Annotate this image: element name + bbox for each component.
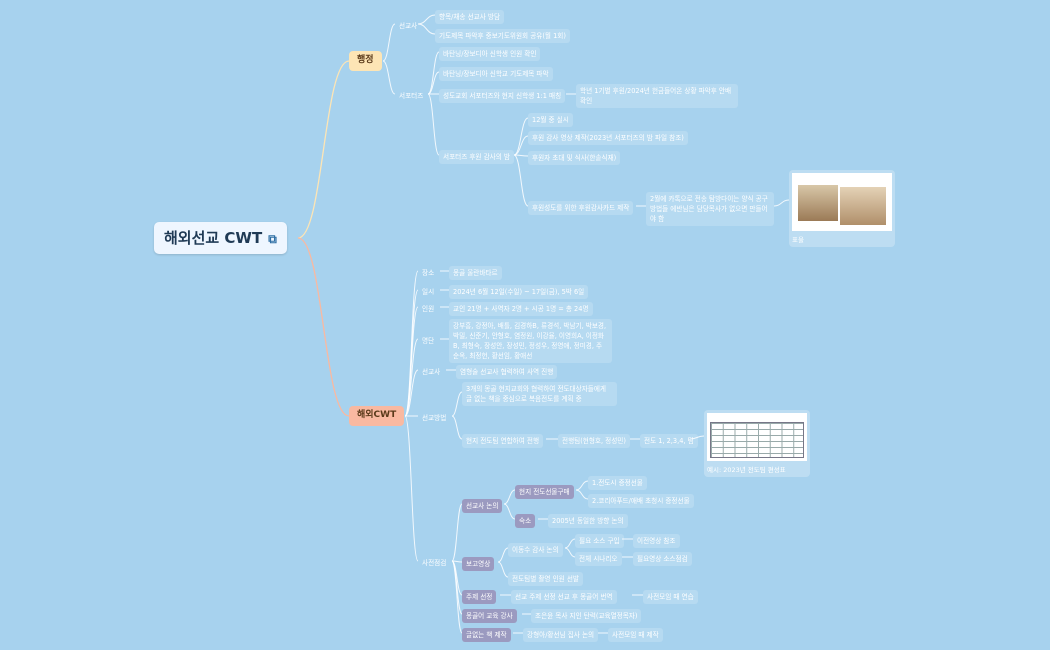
- node-prep-video[interactable]: 보고영상: [462, 557, 495, 571]
- connector-line: [427, 51, 440, 95]
- node-prep-camera-crew[interactable]: 전도팀별 촬영 인원 선발: [508, 572, 583, 586]
- root-node[interactable]: 해외선교 CWT ⧉: [154, 222, 287, 254]
- connector-line: [451, 415, 463, 440]
- connector-line: [564, 547, 576, 558]
- node-missionary-visit[interactable]: 향목/채송 선교사 방담: [435, 10, 505, 24]
- connector-line: [497, 561, 509, 578]
- connector-line: [451, 503, 463, 562]
- node-prep-theme-detail[interactable]: 선교 주제 선정 선교 후 몽골어 번역: [511, 590, 617, 604]
- node-thanks-card[interactable]: 후원성도를 위한 후원감사카드 제작: [528, 201, 634, 215]
- node-prep-theme-practice[interactable]: 사전모임 때 연습: [643, 590, 698, 604]
- node-people[interactable]: 인원: [422, 305, 435, 313]
- connector-line: [689, 435, 705, 440]
- node-prep-scenario[interactable]: 전체 시나리오: [575, 552, 622, 566]
- node-place[interactable]: 장소: [422, 269, 435, 277]
- connector-line: [575, 489, 589, 500]
- team-table-image: [707, 413, 807, 461]
- node-thanks-card-detail[interactable]: 2월에 카톡으로 전송 탐방다이는 양식 공구 방법들 에반님은 담당목사가 없…: [646, 192, 774, 226]
- node-prep-gifts[interactable]: 현지 전도선물구매: [515, 485, 574, 499]
- connector-line: [497, 547, 509, 563]
- connector-line: [297, 60, 350, 239]
- node-method-team[interactable]: 전행팀(현형호, 정성민): [558, 434, 630, 448]
- node-student-count[interactable]: 바탄닝/장보디아 신학생 인원 확인: [439, 47, 541, 61]
- node-prep-source-check[interactable]: 필요영상 소스점검: [633, 552, 692, 566]
- connector-line: [427, 93, 440, 156]
- node-method-joint[interactable]: 현지 전도팀 연합하여 전행: [462, 434, 544, 448]
- connector-line: [513, 117, 529, 156]
- connector-line: [451, 560, 463, 634]
- node-date-value[interactable]: 2024년 6월 12일(수일) ~ 17일(금), 5박 6일: [449, 285, 589, 299]
- node-thanks-video[interactable]: 후원 감사 영상 제작(2023년 서포터즈의 밤 파일 참조): [528, 131, 688, 145]
- root-label: 해외선교 CWT: [164, 229, 263, 247]
- category-admin-label: 행정: [357, 55, 374, 65]
- image-card-team-table[interactable]: 예시: 2023년 전도팀 편성표: [704, 410, 810, 477]
- image-caption-poster: 표울: [792, 236, 804, 244]
- node-method-teams[interactable]: 전도 1, 2,3,4, 팀: [640, 434, 698, 448]
- node-prep-book-make[interactable]: 사전모임 때 제작: [608, 628, 663, 642]
- node-missionary-2-value[interactable]: 염형술 선교사 협력하여 사역 진행: [456, 365, 558, 379]
- node-prep-prev-video[interactable]: 이전영상 참조: [633, 534, 680, 548]
- poster-image: [792, 173, 892, 231]
- node-prep-wordless-book[interactable]: 글없는 책 제작: [462, 628, 511, 642]
- node-thanks-night[interactable]: 서포터즈 후원 감사의 밤: [439, 150, 514, 164]
- node-matching-detail[interactable]: 학년 1기별 후원/2024년 헌금들어온 상황 파악후 안배 확인: [576, 84, 738, 108]
- connector-line: [503, 489, 516, 505]
- connector-line: [427, 71, 440, 95]
- image-caption-team-table: 예시: 2023년 전도팀 편성표: [707, 466, 786, 474]
- node-team-list[interactable]: 강부흥, 강정아, 배틀, 김경하B, 류경석, 박남기, 박보경, 박밀, 신…: [449, 319, 612, 363]
- image-card-poster[interactable]: 표울: [789, 170, 895, 247]
- team-table-grid: [710, 422, 804, 458]
- poster-people-photo: [840, 187, 886, 225]
- category-admin[interactable]: 행정: [349, 51, 382, 71]
- node-prep-gift-2[interactable]: 2.코리아푸드/애배 초청시 증정선물: [588, 494, 694, 508]
- node-prep-missionary[interactable]: 선교사 논의: [462, 499, 503, 513]
- node-prep-gift-1[interactable]: 1.전도시 증정선물: [588, 476, 647, 490]
- node-supporters[interactable]: 서포터즈: [399, 92, 424, 100]
- poster-church-photo: [798, 185, 838, 221]
- node-team[interactable]: 명단: [422, 337, 435, 345]
- connector-line: [773, 199, 790, 207]
- node-prep-theme[interactable]: 주제 선정: [462, 590, 497, 604]
- node-prep-video-discuss[interactable]: 이동수 감사 논의: [508, 543, 563, 557]
- connector-line: [382, 23, 396, 62]
- connector-line: [297, 237, 350, 417]
- node-method[interactable]: 선교방법: [422, 414, 447, 422]
- link-icon[interactable]: ⧉: [268, 232, 277, 246]
- connector-line: [513, 135, 529, 156]
- connector-line: [404, 415, 419, 562]
- connector-line: [404, 369, 419, 417]
- node-prep-lodging-detail[interactable]: 2005년 동일한 방향 논의: [548, 514, 628, 528]
- node-matching[interactable]: 성도교회 서포터즈와 현지 신학생 1:1 매칭: [439, 89, 566, 103]
- node-prep-book-discuss[interactable]: 강형아/황선님 집사 논의: [523, 628, 599, 642]
- node-seminary-prayer[interactable]: 바탄닝/장보디아 신학교 기도제목 파악: [439, 67, 553, 81]
- node-date[interactable]: 일시: [422, 288, 435, 296]
- node-missionary[interactable]: 선교사: [399, 22, 418, 30]
- category-cwt-label: 해외CWT: [357, 410, 397, 420]
- node-people-value[interactable]: 교인 21명 + 사역자 2명 + 시공 1명 = 총 24명: [449, 302, 593, 316]
- node-missionary-2[interactable]: 선교사: [422, 368, 441, 376]
- connector-line: [417, 23, 436, 35]
- node-prep-mongol-teacher[interactable]: 몽골어 교육 강사: [462, 609, 517, 623]
- node-prep[interactable]: 사전점검: [422, 559, 447, 567]
- node-invite-meal[interactable]: 후원자 초대 및 식사(한솥식재): [528, 151, 621, 165]
- node-prayer-topics[interactable]: 기도제목 파악후 중보기도위원회 공유(월 1회): [435, 29, 570, 43]
- connector-line: [451, 391, 463, 417]
- node-place-value[interactable]: 몽골 울란바타르: [449, 266, 502, 280]
- connector-line: [503, 503, 516, 520]
- category-cwt[interactable]: 해외CWT: [349, 406, 405, 426]
- connector-line: [513, 154, 529, 157]
- node-prep-source-buy[interactable]: 필요 소스 구입: [575, 534, 624, 548]
- connector-line: [382, 60, 396, 95]
- node-prep-lodging[interactable]: 숙소: [515, 514, 536, 528]
- node-prep-teacher-detail[interactable]: 조은윤 목사 지인 탄력(교육열정목자): [531, 609, 642, 623]
- connector-line: [513, 154, 529, 207]
- node-method-plan[interactable]: 3개의 몽골 현지교회와 협력하여 전도대상자들에게 글 없는 책을 중심으로 …: [462, 382, 617, 406]
- node-december[interactable]: 12월 중 실시: [528, 113, 573, 127]
